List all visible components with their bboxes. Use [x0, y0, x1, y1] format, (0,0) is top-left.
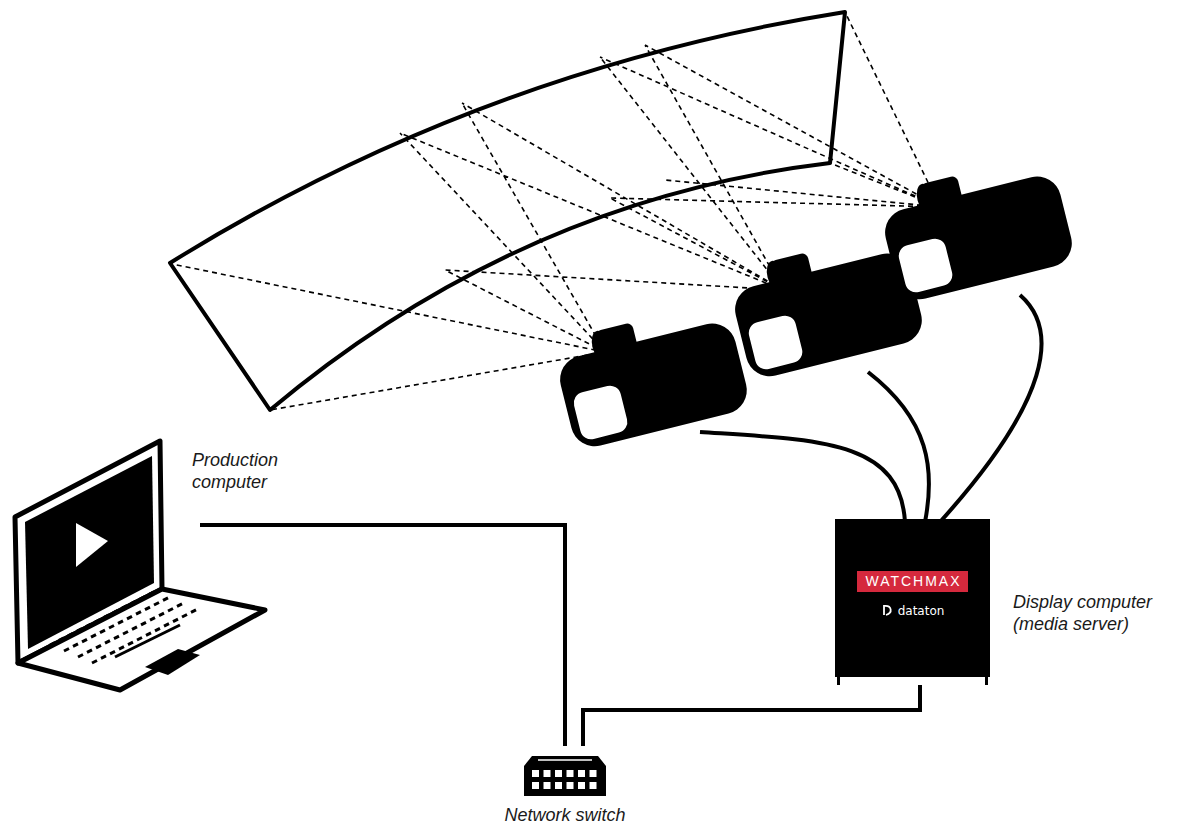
media-server: WATCHMAXdatatonDisplay computer (media s… [835, 519, 990, 685]
laptop: Production computer [10, 435, 200, 695]
projection-rays [172, 12, 940, 410]
network-cable [200, 525, 565, 746]
node-label: Network switch [488, 804, 642, 826]
node-label: Display computer (media server) [1013, 591, 1165, 635]
brand-row: WATCHMAX [835, 571, 990, 592]
curved-screen [170, 12, 845, 410]
network-switch: Network switch [518, 746, 612, 802]
switch-icon [518, 746, 612, 802]
node-label: Production computer [192, 449, 292, 493]
brand-label: dataton [898, 604, 945, 618]
network-cable [583, 685, 920, 746]
projector [875, 152, 1077, 304]
logo-row: dataton [835, 601, 990, 619]
server-body [835, 519, 990, 685]
brand-label: WATCHMAX [857, 571, 967, 592]
projector [550, 299, 752, 451]
logo-mark [881, 603, 895, 617]
